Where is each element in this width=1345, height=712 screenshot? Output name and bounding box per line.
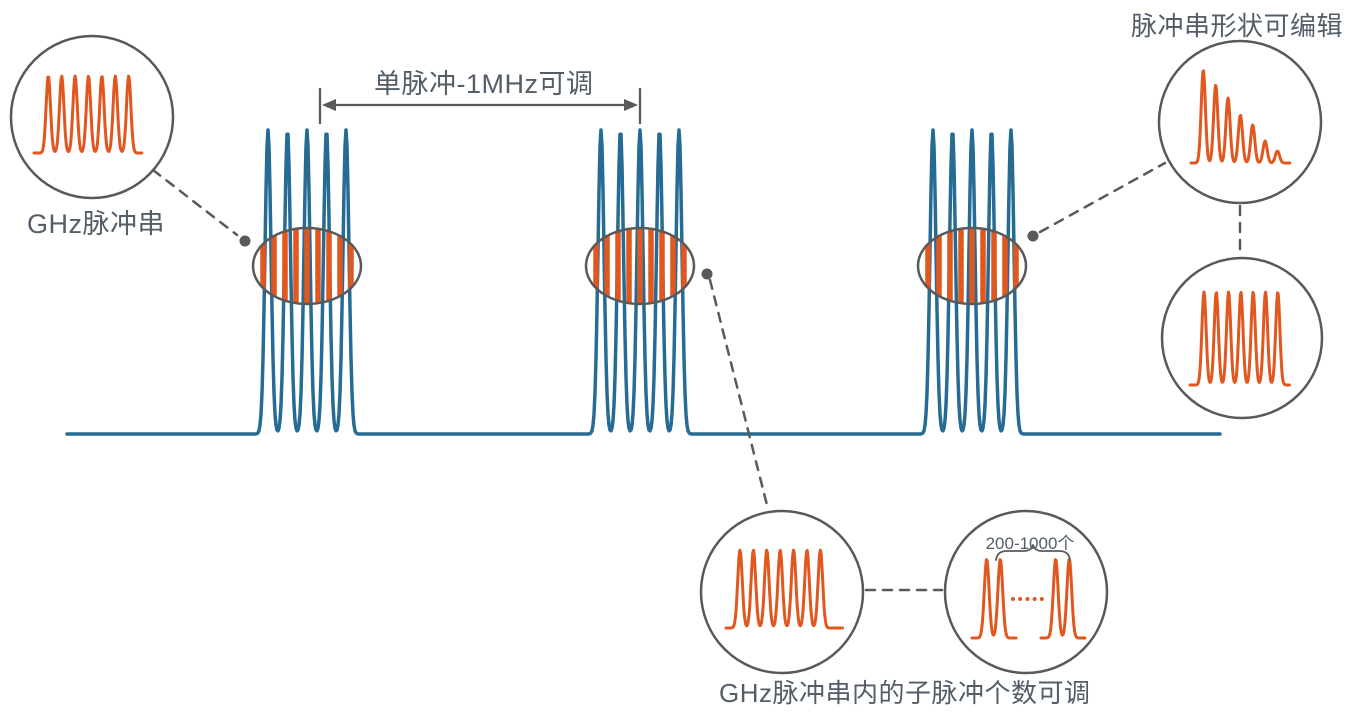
dashed-connector-1: [151, 168, 239, 237]
ghz-burst-label: GHz脉冲串: [27, 209, 165, 239]
callout-subpulse-train: [699, 509, 865, 675]
ellipsis-dot: [1011, 597, 1015, 601]
period-arrow: [318, 87, 642, 125]
shape-editable-label: 脉冲串形状可编辑: [1131, 11, 1344, 41]
anchor-dot-1: [239, 235, 251, 247]
callout-circle-ghz-burst: [9, 34, 175, 200]
callout-circle-shape-decay: [1157, 39, 1323, 205]
magnifier-stripes-2: [593, 229, 687, 303]
callout-shape-uniform: [1160, 256, 1324, 420]
magnifier-ellipses: [251, 226, 1028, 306]
anchor-dot-3: [1027, 230, 1039, 242]
callout-circle-shape-uniform: [1160, 256, 1324, 420]
callout-shape-decay: [1157, 39, 1323, 205]
callout-subpulse-count: [943, 509, 1109, 675]
ellipsis-dot: [1018, 597, 1023, 601]
magnifier-ellipse-3: [916, 226, 1028, 306]
arrowhead-left: [322, 99, 336, 111]
count-range-label: 200-1000个: [985, 534, 1075, 553]
magnifier-ellipse-2: [584, 226, 696, 306]
ellipsis-dot: [1032, 597, 1037, 601]
ellipsis-dot: [1039, 597, 1044, 601]
arrowhead-right: [624, 99, 638, 111]
subpulse-adjustable-label: GHz脉冲串内的子脉冲个数可调: [719, 678, 1091, 708]
ellipsis-dot: [1025, 597, 1030, 601]
connector-lines: [151, 161, 1242, 592]
callout-circle-subpulse-train: [699, 509, 865, 675]
magnifier-ellipse-1: [251, 226, 363, 306]
callout-circle-subpulse-count: [943, 509, 1109, 675]
period-arrow-label: 单脉冲-1MHz可调: [374, 69, 594, 99]
pulse-train-waveform: [65, 128, 1222, 436]
dashed-connector-2: [708, 278, 770, 511]
count-brace: [995, 544, 1071, 561]
magnifier-stripes-1: [260, 229, 354, 303]
magnifier-stripes-3: [925, 229, 1019, 303]
callout-circles: [9, 34, 1324, 675]
dashed-connector-3: [1038, 161, 1167, 234]
callout-ghz-burst: [9, 34, 175, 200]
anchor-dot-2: [701, 268, 713, 280]
